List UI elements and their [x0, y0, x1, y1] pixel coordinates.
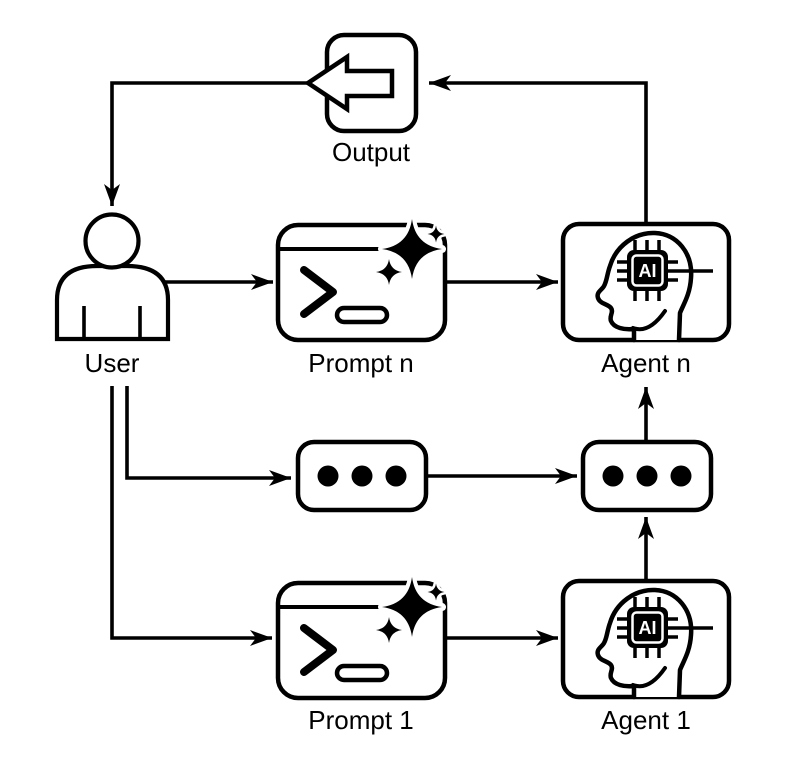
edge-output-to-user: [104, 81, 309, 206]
prompt-1-icon: [278, 577, 445, 698]
ellipsis-right-icon: [583, 442, 711, 510]
user-label: User: [85, 348, 140, 378]
node-user: User: [54, 212, 171, 378]
output-label: Output: [332, 137, 411, 167]
node-prompt-n: Prompt n: [278, 219, 445, 378]
prompt-1-label: Prompt 1: [308, 705, 414, 735]
agent-1-label: Agent 1: [601, 705, 691, 735]
node-ellipsis-middle: [298, 442, 426, 510]
prompt-n-label: Prompt n: [308, 348, 414, 378]
person-head-icon: [83, 212, 141, 270]
node-agent-n: Agent n: [563, 224, 729, 378]
agent-1-icon: [563, 581, 729, 697]
output-left-arrow-icon: [303, 52, 395, 114]
node-prompt-1: Prompt 1: [278, 577, 445, 735]
agent-n-label: Agent n: [601, 348, 691, 378]
agent-n-icon: [563, 224, 729, 340]
edge-user-to-prompt-1: [110, 386, 272, 646]
edge-user-to-ellipsis-middle: [125, 386, 291, 486]
ellipsis-middle-icon: [298, 442, 426, 510]
node-output: Output: [303, 32, 419, 167]
node-ellipsis-right: [583, 442, 711, 510]
person-body-icon: [54, 263, 171, 342]
prompt-n-icon: [278, 219, 445, 340]
node-agent-1: Agent 1: [563, 581, 729, 735]
edge-agent-n-to-output: [429, 75, 648, 224]
person-arm-lines: [82, 306, 142, 339]
edges-layer: [104, 75, 654, 646]
